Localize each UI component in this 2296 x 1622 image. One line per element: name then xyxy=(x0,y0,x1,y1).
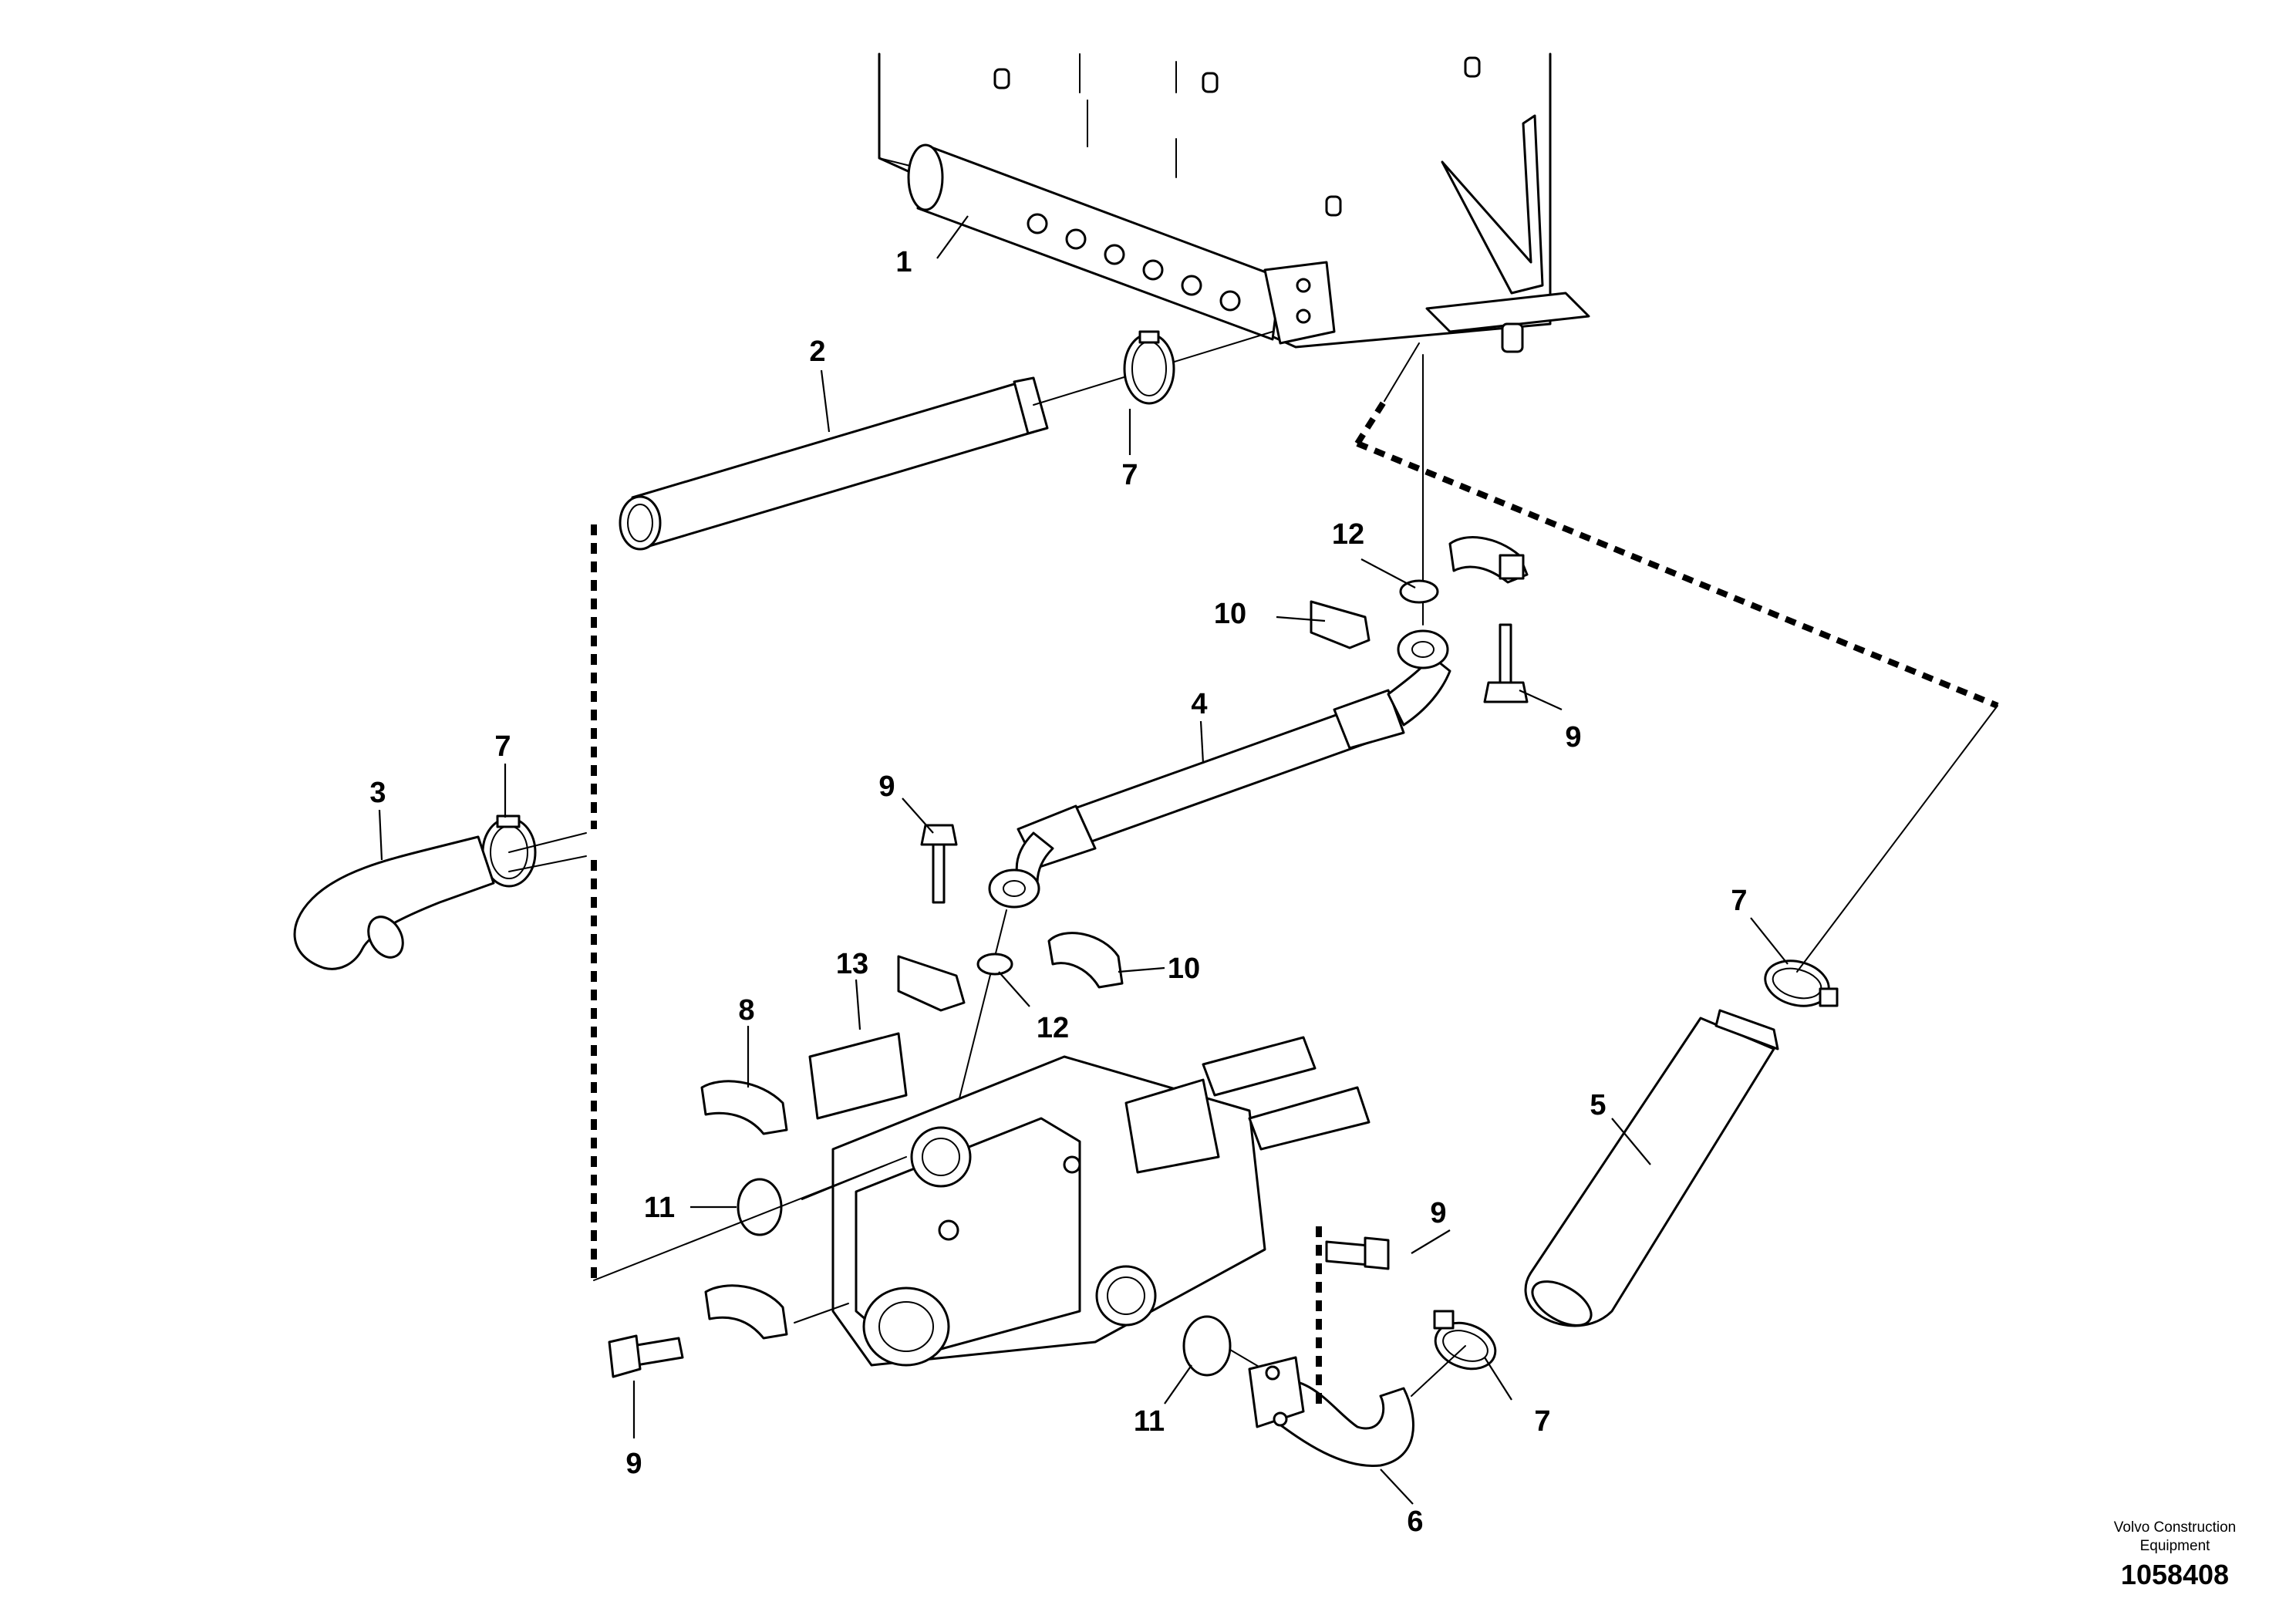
part-9-bolt-middle xyxy=(920,824,958,904)
part-8-flange-half xyxy=(700,1080,788,1135)
part-12-o-ring-top xyxy=(1399,579,1439,604)
callout-7-top: 7 xyxy=(1121,459,1138,491)
drawing-number: 1058408 xyxy=(2121,1559,2229,1590)
callout-5: 5 xyxy=(1590,1089,1606,1121)
callout-7-right-top: 7 xyxy=(1731,885,1747,917)
callout-12-middle: 12 xyxy=(1037,1012,1069,1044)
part-11-o-ring-right xyxy=(1182,1315,1232,1377)
part-flange-half-middle-left xyxy=(897,955,966,1012)
callout-9-lower-left: 9 xyxy=(625,1448,642,1480)
callout-4: 4 xyxy=(1191,688,1207,720)
callout-6: 6 xyxy=(1407,1506,1423,1538)
part-9-bolt-lower-right xyxy=(1325,1236,1390,1270)
part-12-o-ring-middle xyxy=(976,953,1013,976)
callout-1: 1 xyxy=(895,246,912,278)
callout-3: 3 xyxy=(369,777,386,809)
part-9-bolt-upper-right xyxy=(1483,623,1529,703)
drawing-footer: Volvo Construction Equipment 1058408 xyxy=(2114,1519,2236,1590)
callout-leaders xyxy=(378,215,1789,1505)
company-name-line1: Volvo Construction xyxy=(2114,1519,2236,1536)
part-7-hose-clamp-right-top xyxy=(1764,959,1839,1007)
part-flange-half-top-right xyxy=(1448,536,1529,584)
part-10-flange-half-top xyxy=(1310,600,1371,649)
part-6-elbow-fitting xyxy=(1248,1356,1414,1467)
hydraulic-pump-assembly xyxy=(794,1032,1371,1389)
callout-7-left: 7 xyxy=(494,730,511,763)
part-1-manifold-pipe xyxy=(907,143,1336,345)
callout-9-middle: 9 xyxy=(878,771,895,803)
part-2-straight-hose xyxy=(619,331,1273,551)
callout-9-lower-right: 9 xyxy=(1430,1197,1446,1229)
part-7-hose-clamp-top xyxy=(1123,330,1175,405)
company-name-line2: Equipment xyxy=(2140,1538,2211,1554)
part-10-flange-half-middle xyxy=(1047,932,1124,989)
callout-labels: 1 2 3 4 5 6 7 7 7 7 8 9 9 9 9 10 10 11 1… xyxy=(369,246,1747,1538)
part-5-suction-hose xyxy=(1411,705,1998,1397)
callout-12-top: 12 xyxy=(1332,518,1364,551)
part-9-bolt-lower-left xyxy=(608,1334,684,1378)
routing-dashed-lines xyxy=(591,342,1999,1411)
callout-10-middle: 10 xyxy=(1168,953,1200,985)
callout-10-top: 10 xyxy=(1214,598,1246,630)
callout-2: 2 xyxy=(809,336,825,368)
callout-11-right: 11 xyxy=(1134,1405,1165,1438)
callout-9-upper-right: 9 xyxy=(1565,721,1581,754)
part-11-o-ring-left xyxy=(737,1178,783,1236)
callout-13: 13 xyxy=(836,948,868,980)
part-flange-half-lower xyxy=(704,1284,788,1340)
callout-7-right-bottom: 7 xyxy=(1534,1405,1550,1438)
callout-11-left: 11 xyxy=(644,1192,675,1224)
hydraulic-tank xyxy=(878,52,1590,353)
part-3-elbow-hose xyxy=(293,832,587,970)
callout-8: 8 xyxy=(738,994,754,1027)
part-4-pressure-hose xyxy=(948,354,1451,1142)
